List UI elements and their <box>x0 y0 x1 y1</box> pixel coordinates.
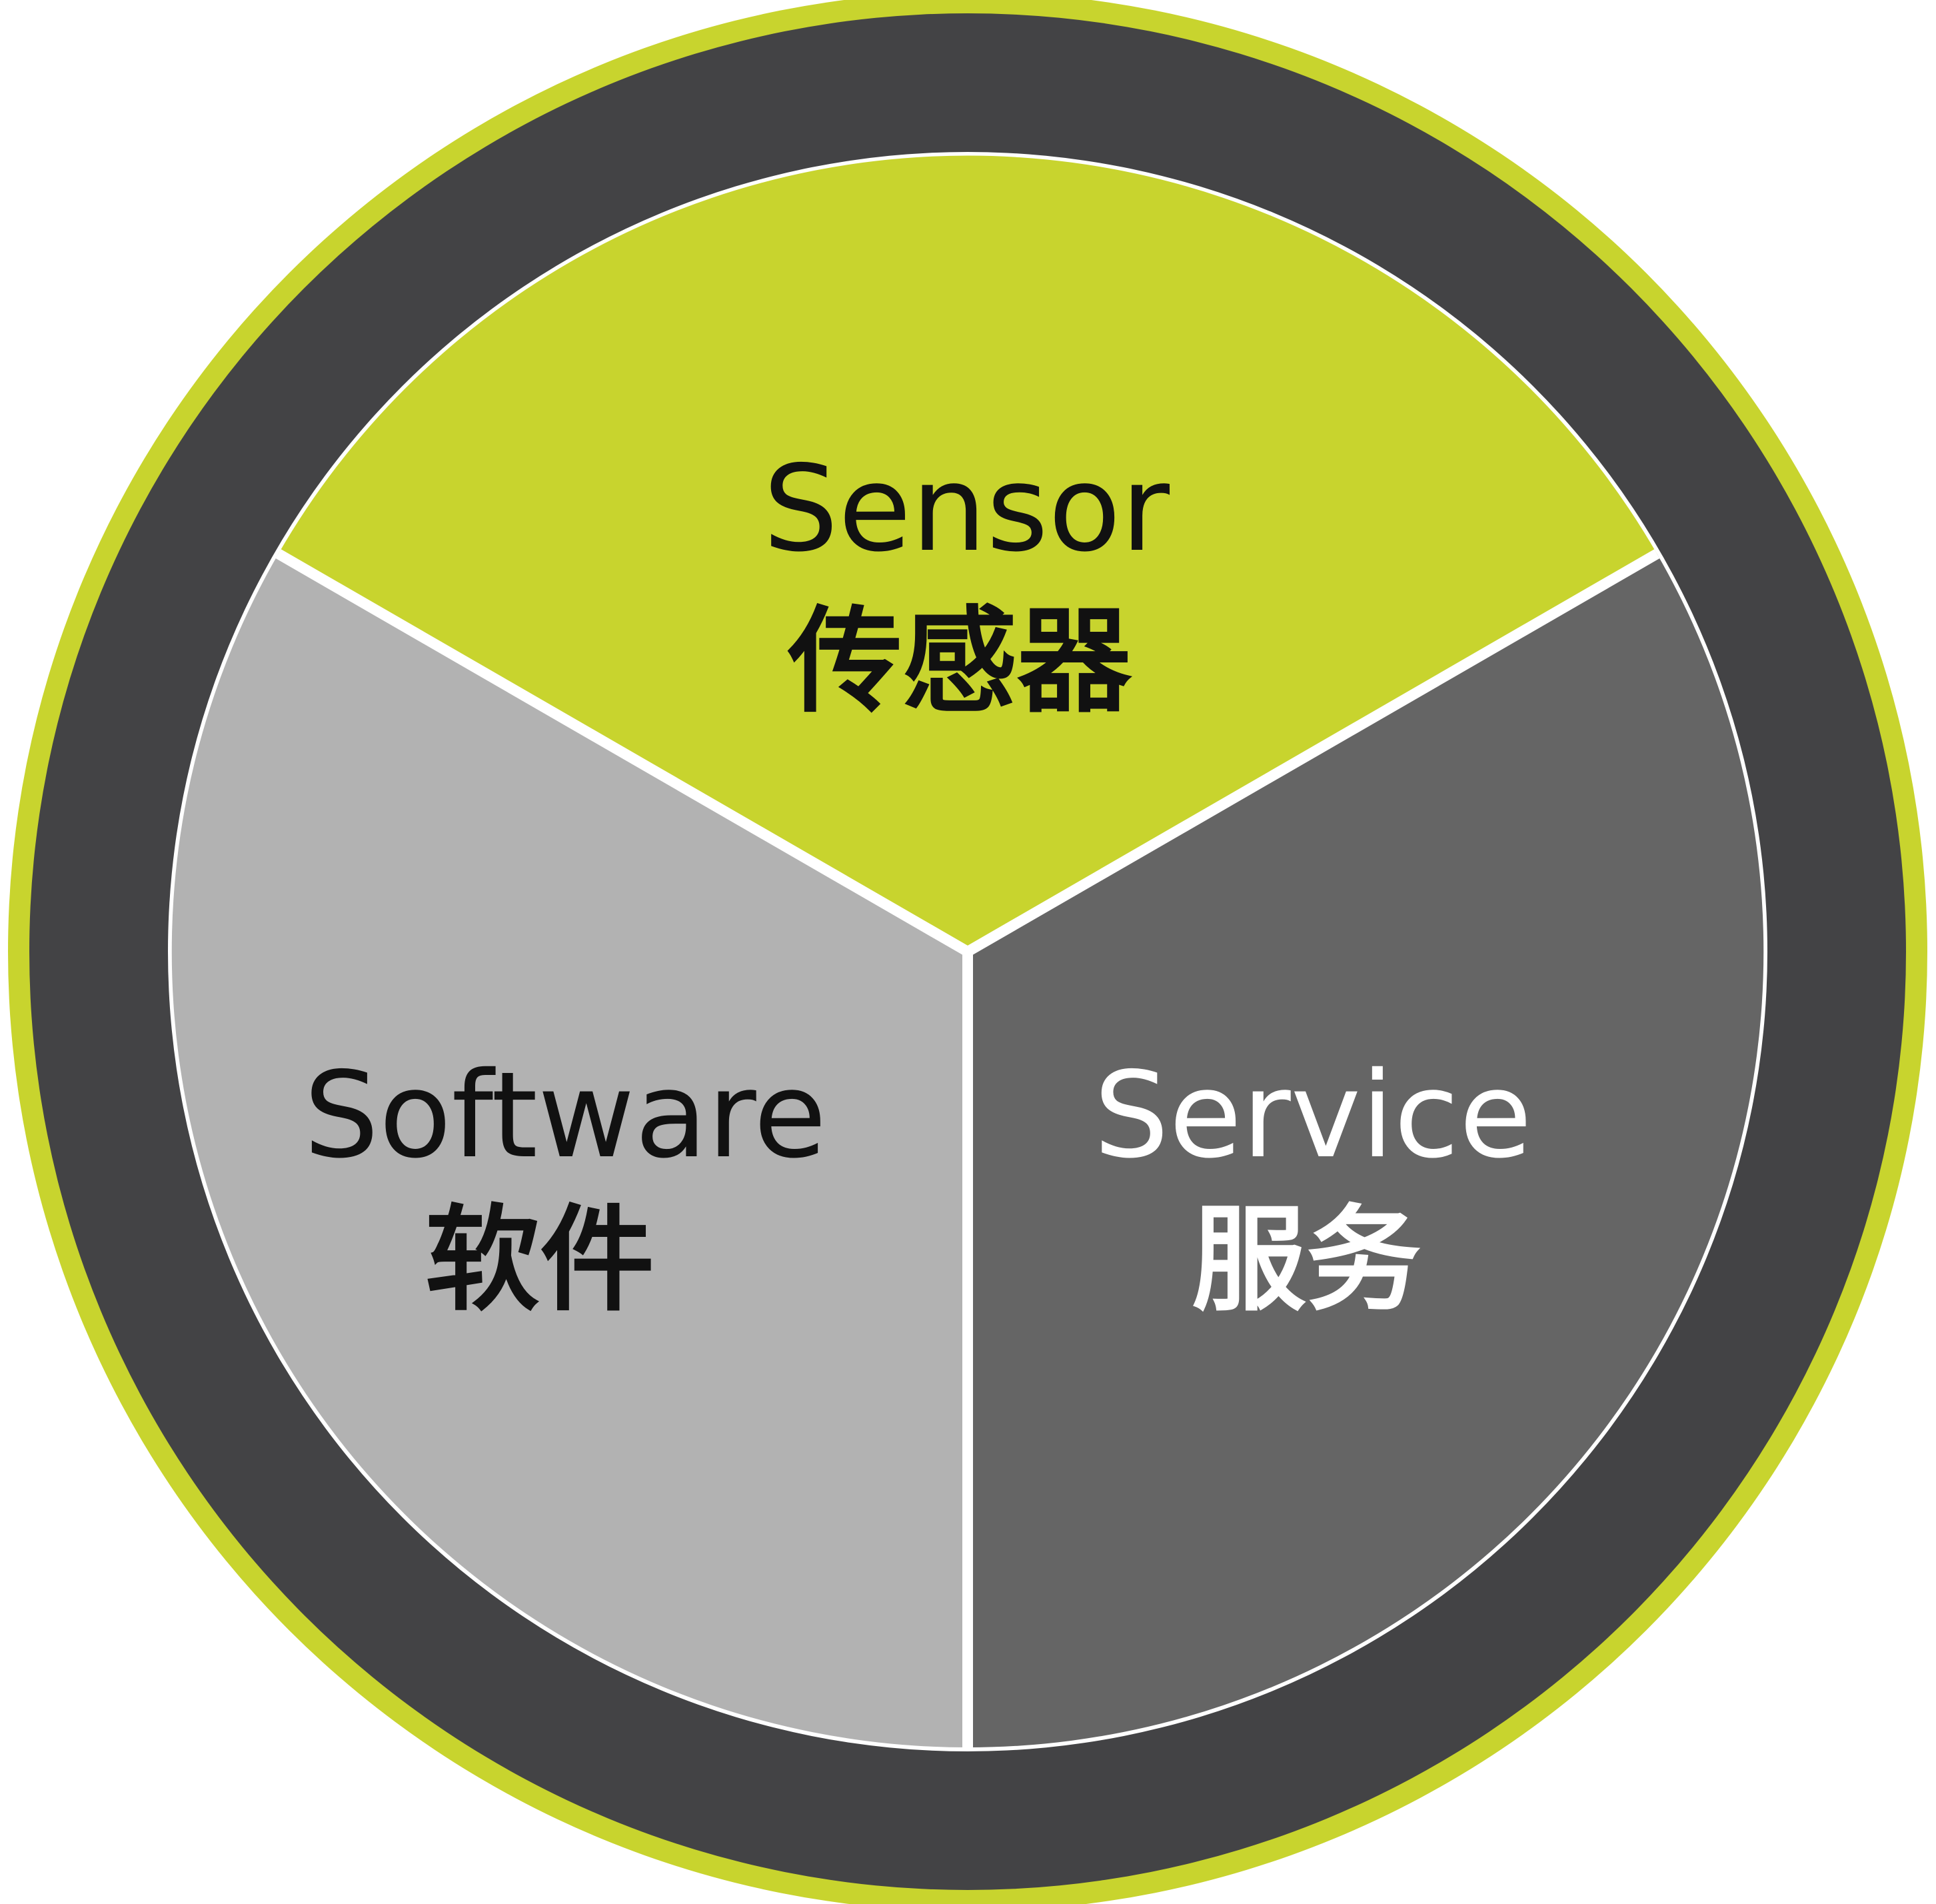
software-label-zh: 软件 <box>425 1193 654 1327</box>
service-label-zh: 服务 <box>1192 1193 1421 1327</box>
sensor-label-en: Sensor <box>763 440 1170 578</box>
segment-service[interactable] <box>968 554 1764 1747</box>
divider-left <box>275 549 970 956</box>
service-label-en: Service <box>1094 1046 1532 1184</box>
segment-software[interactable] <box>171 554 968 1747</box>
sensor-label-zh: 传感器 <box>787 594 1133 728</box>
divider-right <box>965 549 1660 956</box>
software-label-en: Software <box>304 1046 827 1184</box>
